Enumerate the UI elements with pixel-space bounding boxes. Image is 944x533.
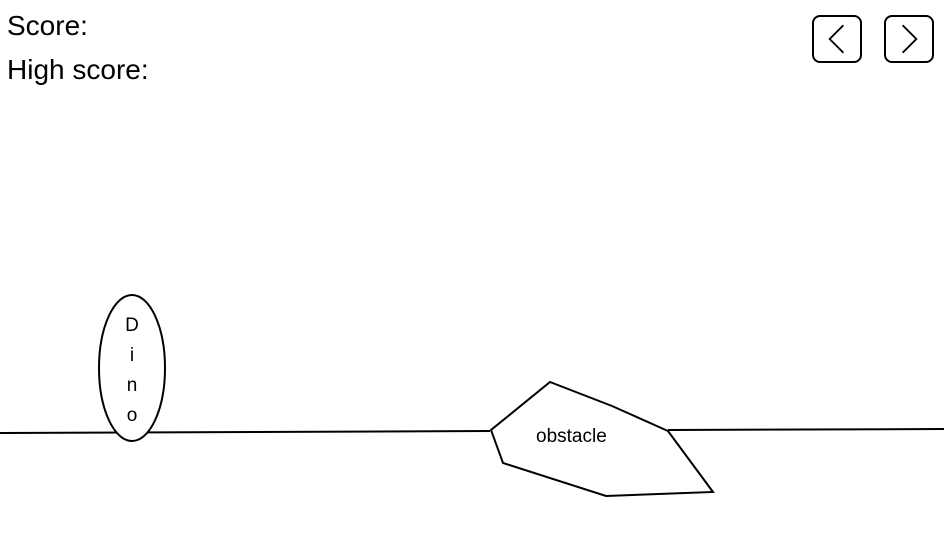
dino-letter: D [125,315,139,336]
next-button[interactable] [884,15,934,63]
dino-label: D i n o [118,311,146,431]
dino-body [98,294,166,442]
score-label: Score: [7,10,88,41]
high-score-label: High score: [7,54,149,85]
dino-letter: i [129,345,135,366]
obstacle-shape [489,380,715,498]
ground-line [0,430,491,434]
previous-button[interactable] [812,15,862,63]
ground-line-right [667,428,944,431]
chevron-left-icon [828,24,845,54]
dino-letter: n [126,375,138,396]
dino-letter: o [126,405,138,426]
chevron-right-icon [901,24,918,54]
obstacle-label: obstacle [536,426,607,447]
